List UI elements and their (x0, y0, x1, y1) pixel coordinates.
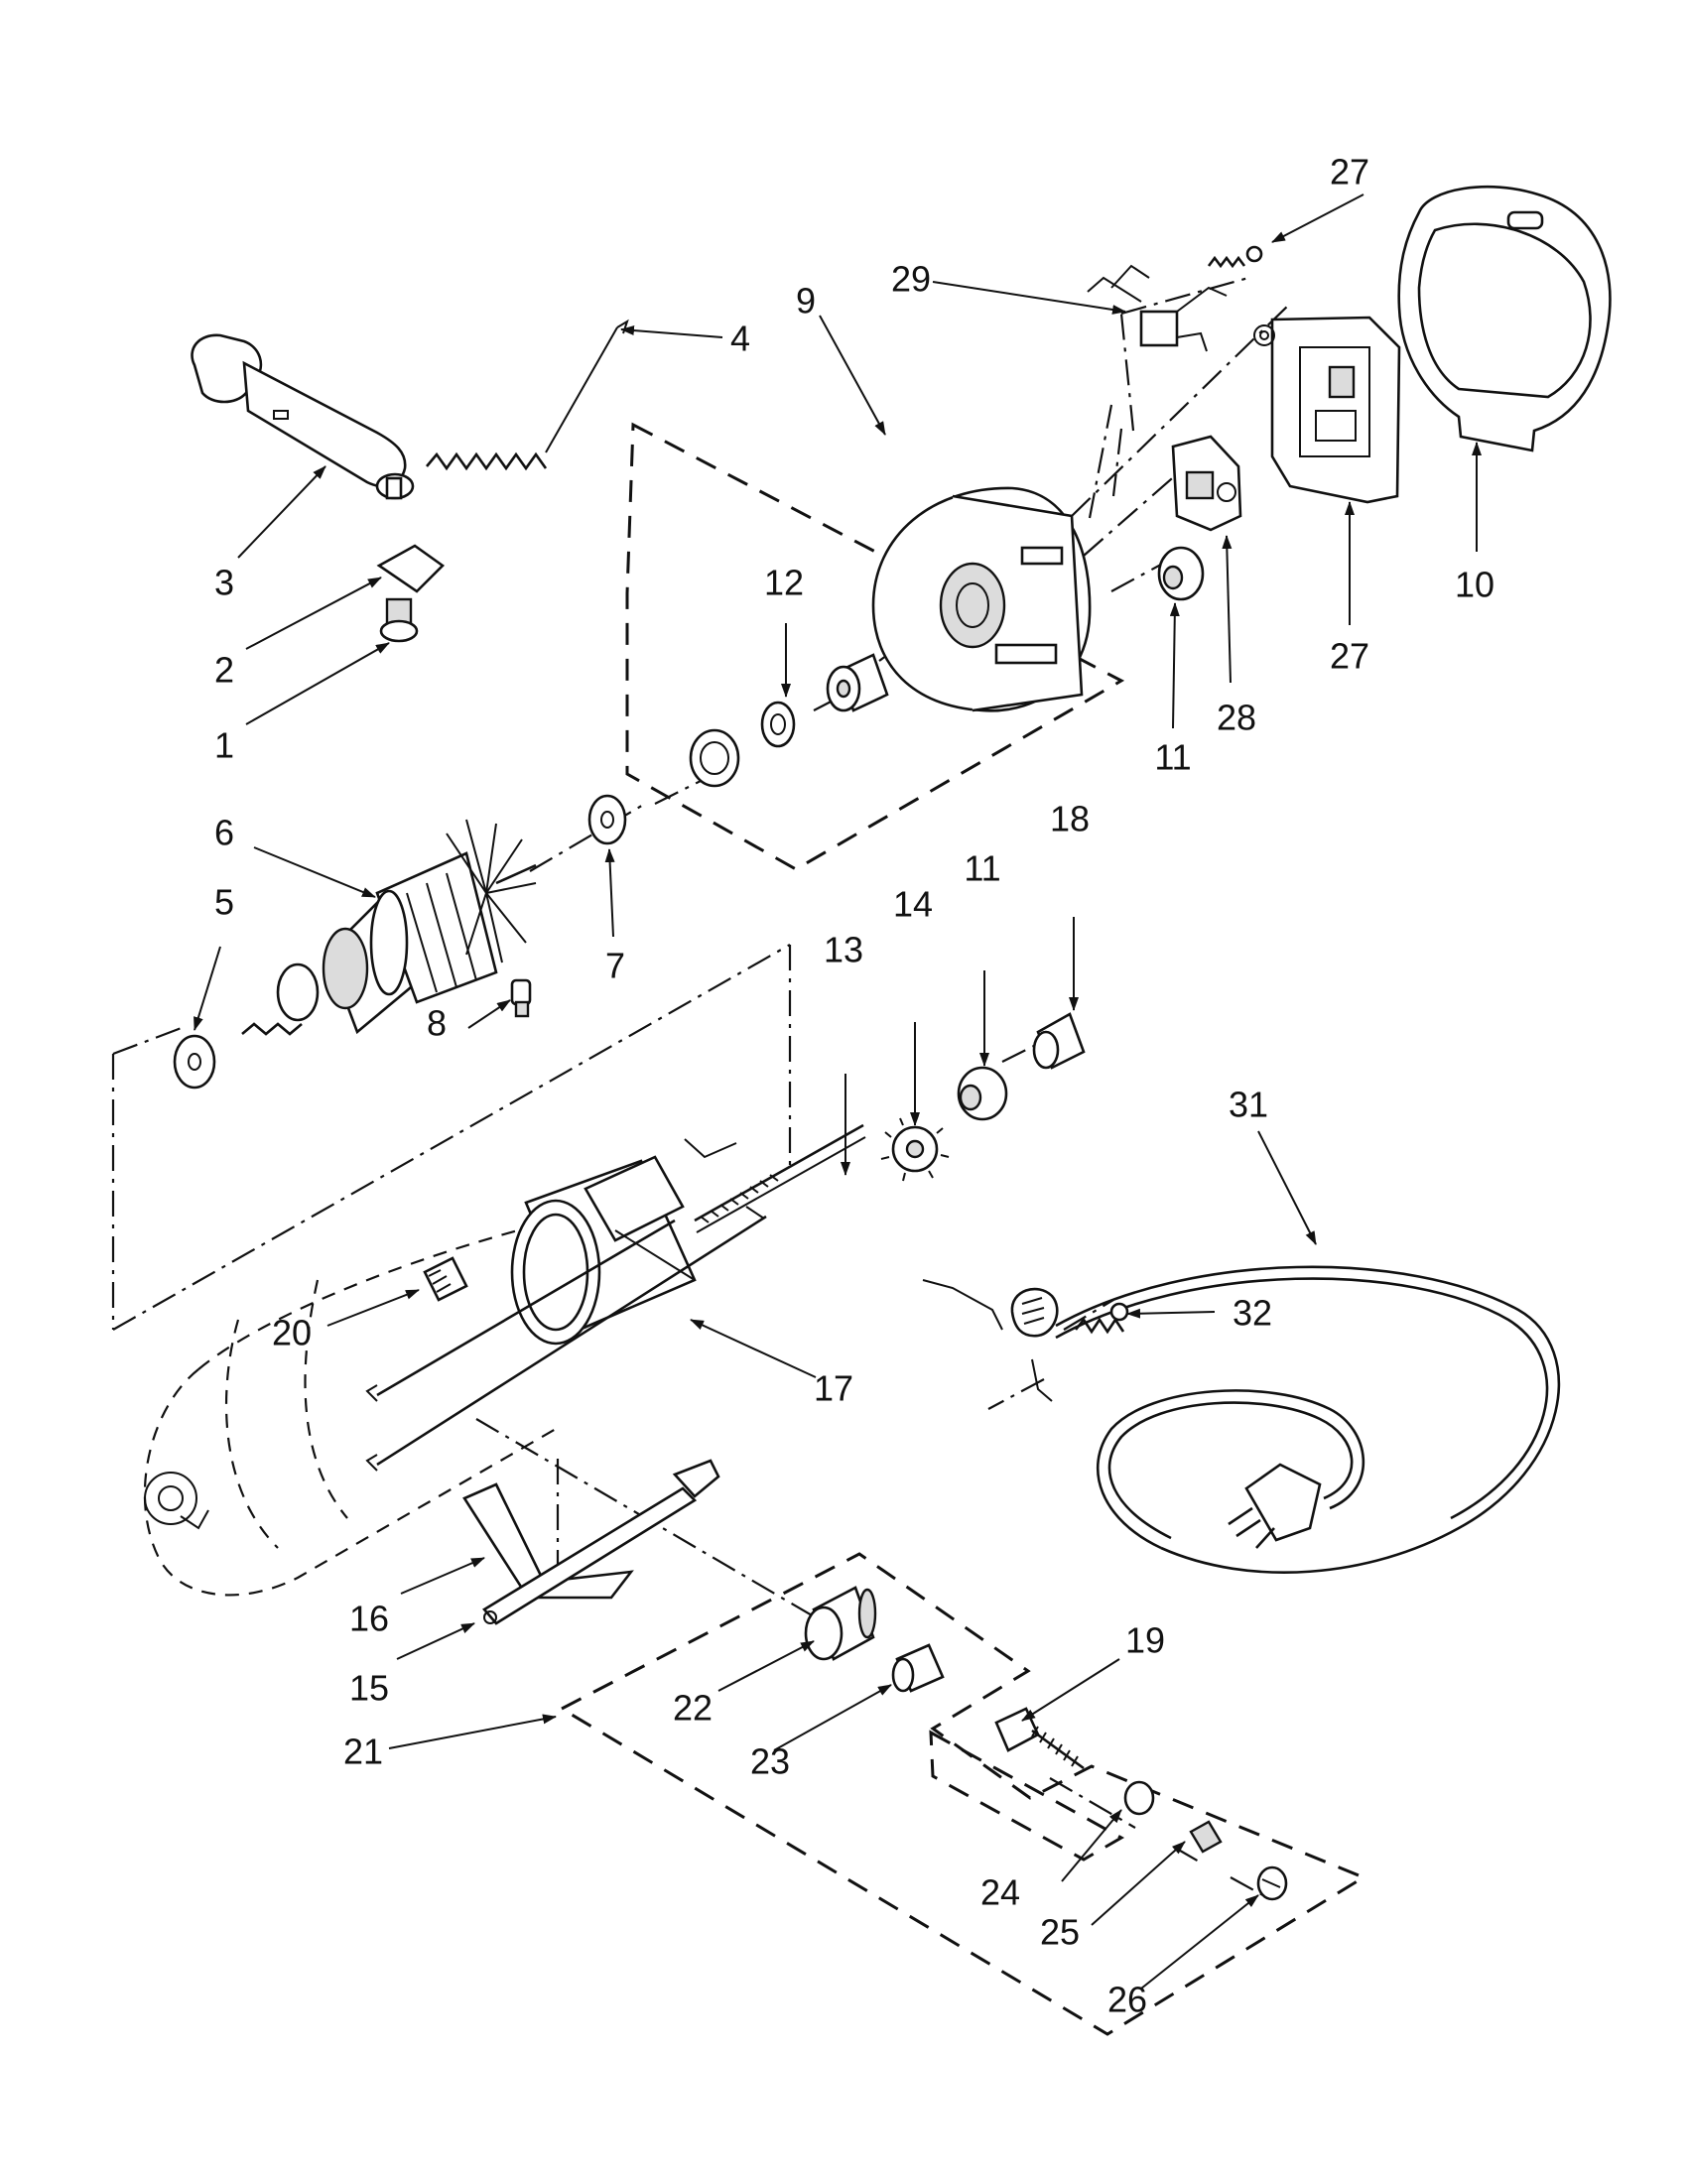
label-19: 19 (1125, 1620, 1165, 1661)
washer-part-2 (376, 544, 446, 593)
star-washer-part-14 (880, 1114, 950, 1182)
label-25: 25 (1040, 1912, 1080, 1953)
label-18: 18 (1050, 799, 1090, 839)
leader-arrows (194, 193, 1482, 1990)
rod-part-13 (694, 1123, 866, 1233)
group-box-9 (625, 422, 1125, 871)
spring-part-25 (1189, 1820, 1223, 1854)
label-8: 8 (427, 1003, 447, 1044)
power-cord-part-31 (922, 1265, 1561, 1574)
label-31: 31 (1229, 1085, 1268, 1125)
label-21: 21 (343, 1732, 383, 1772)
shield-part (1397, 185, 1612, 452)
bushing-part-22 (804, 1586, 877, 1661)
control-rod-part-15 (482, 1459, 720, 1625)
sleeve-part-18 (1032, 1012, 1086, 1070)
label-30: 29 (891, 259, 931, 300)
label-11-lower: 11 (964, 848, 1000, 889)
brush-holder-part (1171, 435, 1242, 532)
cap-part-24 (1123, 1780, 1155, 1816)
adjust-screw-part-19 (994, 1707, 1085, 1770)
label-3: 3 (214, 563, 234, 603)
label-7: 7 (605, 946, 625, 986)
washer-part-7 (587, 794, 627, 845)
bushing-part-23 (891, 1643, 945, 1693)
label-23: 23 (750, 1741, 790, 1782)
screw-part-27 (1207, 245, 1263, 269)
label-24: 24 (980, 1872, 1020, 1913)
label-27: 27 (1330, 152, 1369, 193)
screw-part-26 (1256, 1865, 1288, 1901)
spring-part (426, 319, 629, 471)
plug-part-8 (510, 978, 532, 1018)
worm-part-20 (423, 1256, 468, 1302)
label-4: 4 (730, 319, 750, 359)
label-12: 12 (764, 563, 804, 603)
washer-part-5 (173, 1034, 216, 1090)
label-13: 13 (824, 930, 863, 970)
label-10: 10 (1455, 565, 1494, 605)
screw-part-1 (379, 597, 419, 643)
capacitor-part (1087, 264, 1228, 352)
label-5: 5 (214, 882, 234, 923)
bearing-part (826, 653, 889, 712)
control-board-part (1253, 316, 1401, 504)
label-16: 16 (349, 1599, 389, 1639)
label-6: 6 (214, 813, 234, 853)
label-20: 20 (272, 1313, 312, 1353)
nut-part-11-upper (1157, 546, 1205, 601)
label-29: 28 (1217, 698, 1256, 738)
label-28: 27 (1330, 636, 1369, 677)
label-1: 1 (214, 725, 234, 766)
motor-housing-outline (143, 1219, 557, 1597)
label-26: 26 (1107, 1980, 1147, 2020)
group-box-19 (929, 1730, 1125, 1862)
label-17: 17 (814, 1368, 853, 1409)
retainer-ring (689, 728, 740, 788)
armature-part (241, 819, 537, 1036)
assembly-lines (111, 276, 1291, 1900)
label-22: 22 (673, 1688, 713, 1729)
bearing-housing-part (871, 486, 1092, 712)
group-box-21 (558, 1552, 1367, 2036)
part-labels: 27 29 9 4 3 2 1 6 5 7 8 12 11 28 27 10 1… (214, 152, 1494, 2020)
stator-part (365, 1138, 767, 1472)
label-11-upper: 11 (1154, 737, 1191, 778)
washer-part-12 (760, 701, 796, 748)
label-9: 9 (796, 281, 816, 321)
label-15: 15 (349, 1668, 389, 1709)
label-2: 2 (214, 650, 234, 691)
label-32: 32 (1233, 1293, 1272, 1334)
nut-part-11-lower (957, 1066, 1008, 1121)
label-14: 14 (893, 884, 933, 925)
lever-part (191, 333, 415, 500)
